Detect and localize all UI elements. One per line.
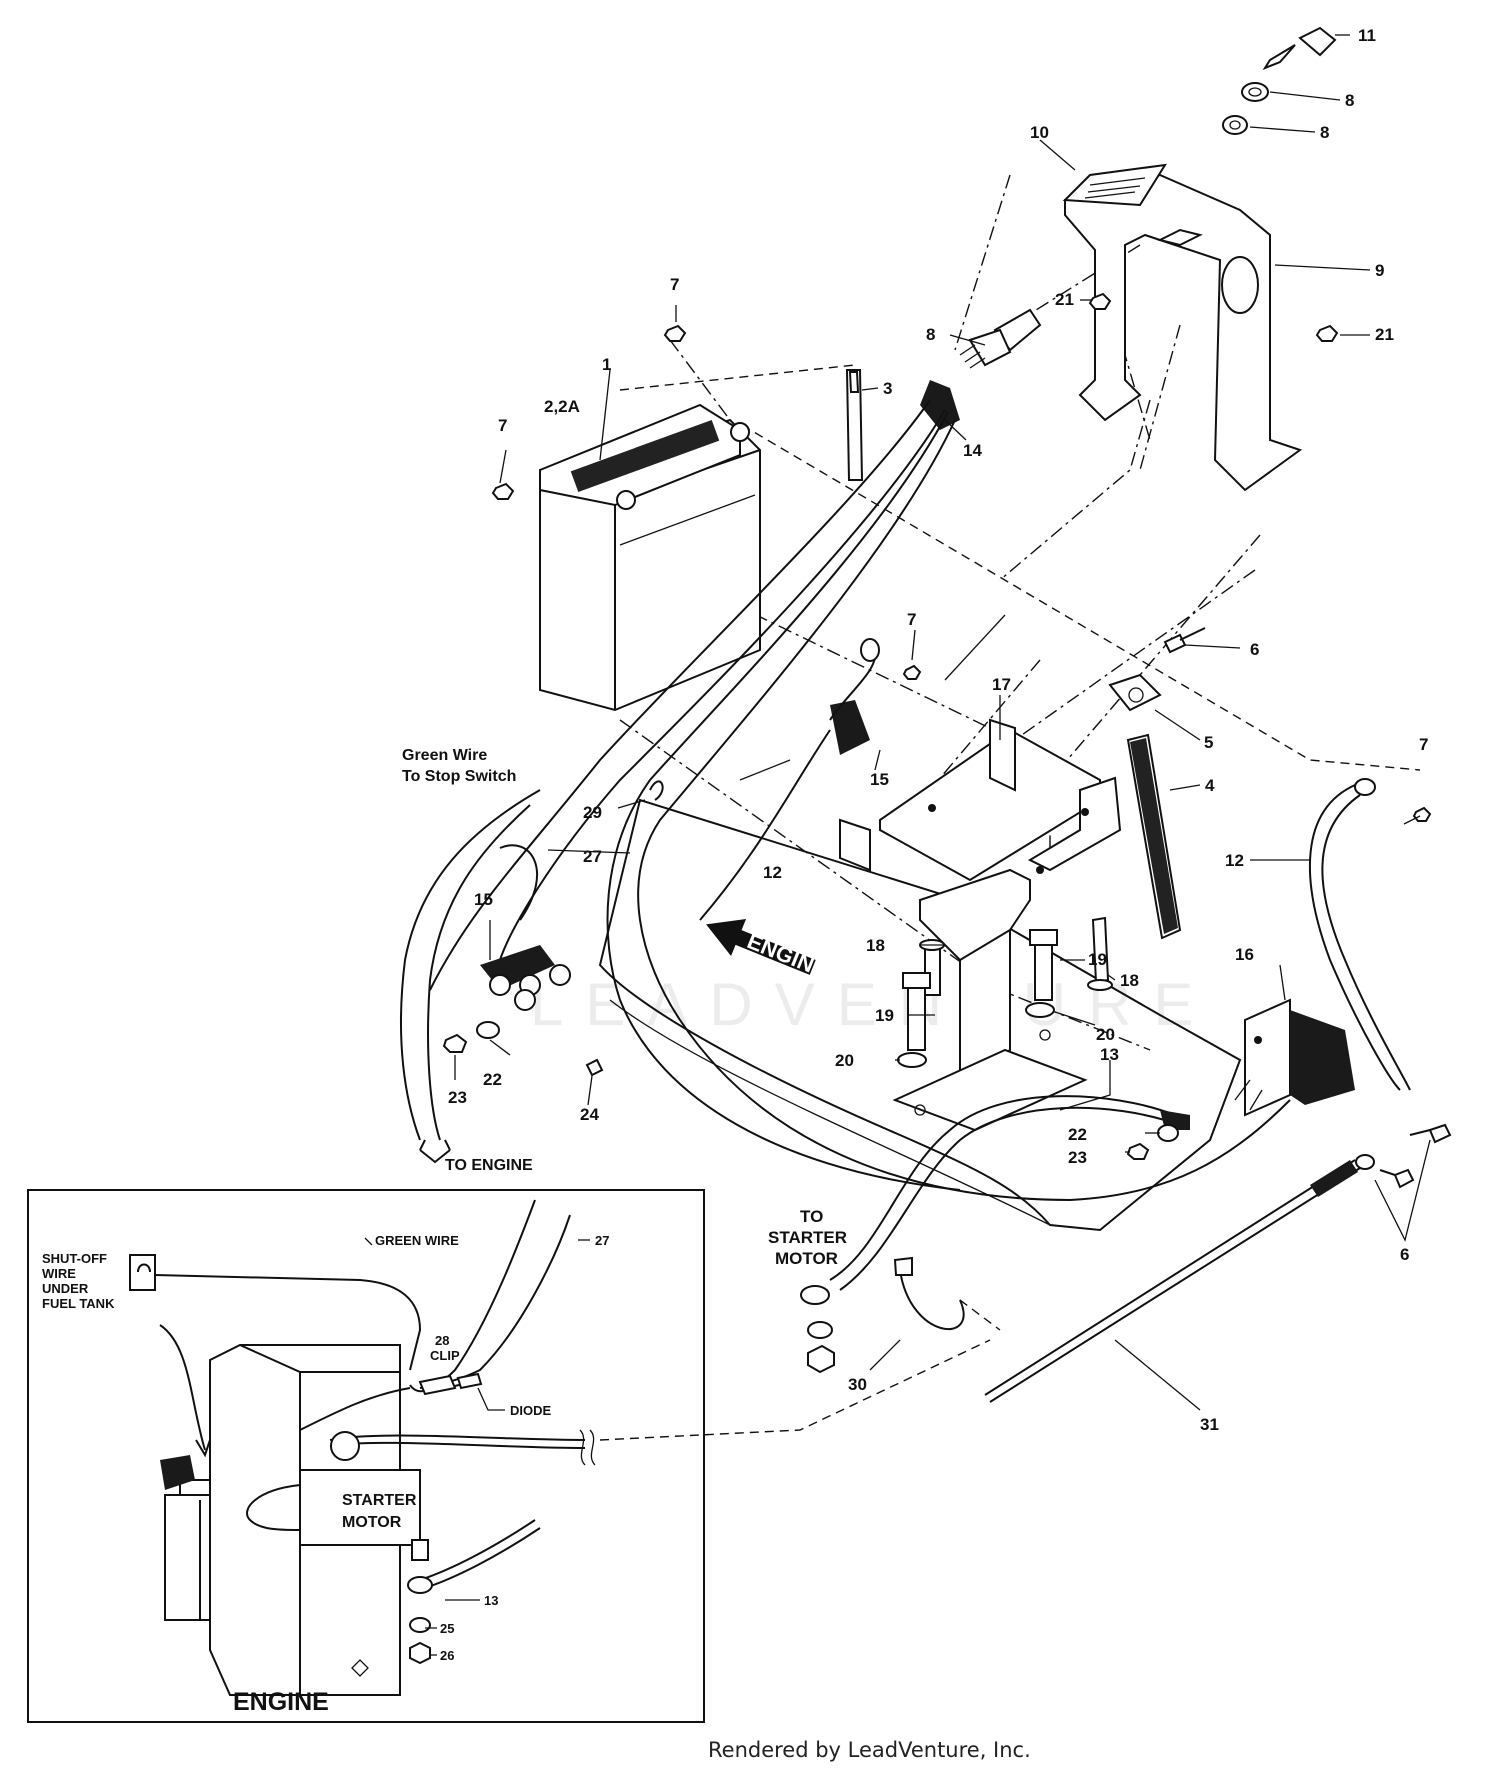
inset-title: ENGINE	[233, 1688, 329, 1716]
callout-31: 31	[1200, 1415, 1219, 1434]
ignition-switch	[959, 308, 1042, 369]
inset-shutoff-4: FUEL TANK	[42, 1296, 115, 1311]
callout-20b: 20	[835, 1051, 854, 1070]
decal	[1062, 163, 1167, 207]
callout-10: 10	[1030, 123, 1049, 142]
callout-numbers: 11 8 8 10 9 21 21 8 7 1 2,2A 7 3 14 7 6 …	[448, 26, 1428, 1434]
callout-7d: 7	[1419, 735, 1428, 754]
switch-bracket	[1062, 163, 1303, 492]
inset-green-wire: GREEN WIRE	[375, 1233, 459, 1248]
wire-harness	[399, 380, 1291, 1202]
pedestal-bracket	[892, 868, 1088, 1132]
callout-3: 3	[883, 379, 892, 398]
callout-30: 30	[848, 1375, 867, 1394]
inset-callout-28: 28	[435, 1333, 449, 1348]
callout-11: 11	[1358, 26, 1376, 45]
callout-15a: 15	[870, 770, 889, 789]
inset-callout-26: 26	[440, 1648, 454, 1663]
callout-14: 14	[963, 441, 982, 460]
inset-callout-13: 13	[484, 1593, 498, 1608]
callout-24: 24	[580, 1105, 599, 1124]
callout-12b: 12	[763, 863, 782, 882]
key	[1262, 26, 1337, 71]
battery	[539, 403, 761, 712]
callout-22a: 22	[1068, 1125, 1087, 1144]
callout-29: 29	[583, 803, 602, 822]
inset-callout-25: 25	[440, 1621, 454, 1636]
callout-2-2a: 2,2A	[544, 397, 580, 416]
annotations: Green Wire To Stop Switch TO ENGINE TO S…	[402, 747, 847, 1268]
battery-tray	[839, 718, 1122, 882]
to-engine-label: TO ENGINE	[445, 1157, 533, 1174]
inset-shutoff-2: WIRE	[42, 1266, 76, 1281]
callout-8b: 8	[1320, 123, 1329, 142]
leader-lines	[454, 34, 1431, 1411]
callout-5: 5	[1204, 733, 1213, 752]
callout-17: 17	[992, 675, 1011, 694]
callout-21a: 21	[1375, 325, 1394, 344]
inset-starter-2: MOTOR	[342, 1514, 402, 1531]
callout-6b: 6	[1400, 1245, 1409, 1264]
starter-solenoid	[1234, 998, 1355, 1117]
callout-8a: 8	[1345, 91, 1354, 110]
inset-diode: DIODE	[510, 1403, 552, 1418]
callout-21b: 21	[1055, 290, 1074, 309]
to-engine-arrow	[419, 1139, 451, 1164]
callout-1: 1	[602, 355, 611, 374]
callout-18a: 18	[866, 936, 885, 955]
inset-shutoff-3: UNDER	[42, 1281, 89, 1296]
to-starter-label-1: TO	[800, 1207, 823, 1226]
callout-22b: 22	[483, 1070, 502, 1089]
watermark: LEADVENTURE	[530, 971, 1215, 1038]
to-starter-label-3: MOTOR	[775, 1249, 838, 1268]
to-starter-label-2: STARTER	[768, 1228, 847, 1247]
hold-down-rod	[845, 369, 864, 481]
callout-27: 27	[583, 847, 602, 866]
callout-15b: 15	[474, 890, 493, 909]
battery-cables	[829, 638, 1411, 1091]
rubber-tube	[1126, 733, 1182, 940]
inset-shutoff-1: SHUT-OFF	[42, 1251, 107, 1266]
engine-inset: GREEN WIRE SHUT-OFF WIRE UNDER FUEL TANK…	[27, 1189, 705, 1723]
callout-23a: 23	[1068, 1148, 1087, 1167]
callout-7c: 7	[907, 610, 916, 629]
ground-strap	[984, 1154, 1375, 1403]
callout-4: 4	[1205, 776, 1215, 795]
callout-19b: 19	[875, 1006, 894, 1025]
callout-20a: 20	[1096, 1025, 1115, 1044]
footer-credit: Rendered by LeadVenture, Inc.	[708, 1738, 1031, 1762]
inset-clip: CLIP	[430, 1348, 460, 1363]
callout-8c: 8	[926, 325, 935, 344]
hose-clamp	[1108, 673, 1162, 712]
hardware	[442, 292, 1452, 1189]
callout-13: 13	[1100, 1045, 1119, 1064]
starter-cable	[800, 1095, 1190, 1374]
green-wire-label-2: To Stop Switch	[402, 768, 516, 785]
wire-clip-30	[893, 1256, 965, 1331]
callout-18b: 18	[1120, 971, 1139, 990]
callout-6a: 6	[1250, 640, 1259, 659]
callout-12a: 12	[1225, 851, 1244, 870]
nut-washers-8	[1222, 82, 1269, 135]
to-starter-terminal	[800, 1285, 835, 1374]
callout-16: 16	[1235, 945, 1254, 964]
green-wire-label-1: Green Wire	[402, 747, 487, 764]
callout-7b: 7	[498, 416, 507, 435]
callout-19a: 19	[1088, 950, 1107, 969]
inset-callout-27: 27	[595, 1233, 609, 1248]
callout-9: 9	[1375, 261, 1384, 280]
inset-starter-1: STARTER	[342, 1492, 417, 1509]
callout-23b: 23	[448, 1088, 467, 1107]
callout-7a: 7	[670, 275, 679, 294]
